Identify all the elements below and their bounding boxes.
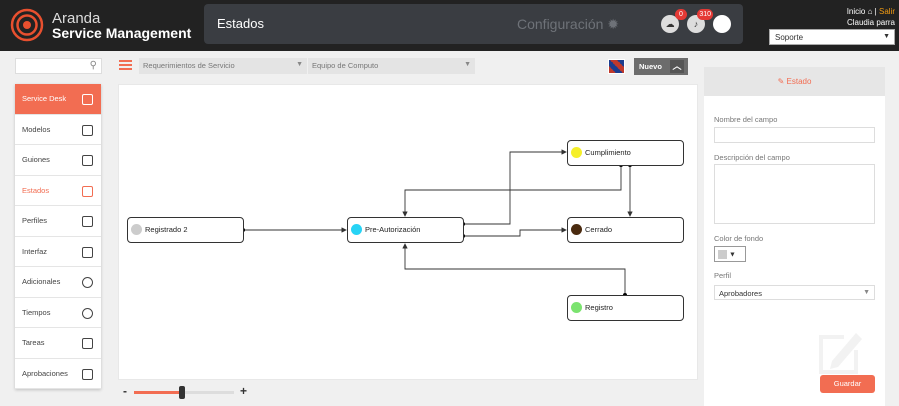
profile-label: Perfil bbox=[714, 271, 732, 280]
user-name: Claudia parra bbox=[846, 18, 895, 27]
tab-estado[interactable]: ✎ Estado bbox=[704, 67, 885, 96]
sidebar-item-label: Tareas bbox=[22, 338, 45, 347]
zoom-slider[interactable]: - + bbox=[123, 384, 247, 400]
avatar[interactable] bbox=[713, 15, 731, 33]
sidebar-item-label: Modelos bbox=[22, 124, 51, 134]
sidebar: Service Desk Modelos Guiones Estados Per… bbox=[15, 84, 101, 389]
sidebar-item-perfiles[interactable]: Perfiles bbox=[15, 206, 101, 237]
header-panel: Estados Configuración ✹ ☁0 ♪310 bbox=[204, 4, 743, 44]
sidebar-item-aprobaciones[interactable]: Aprobaciones bbox=[15, 359, 101, 389]
sidebar-item-modelos[interactable]: Modelos bbox=[15, 115, 101, 145]
config-link[interactable]: Configuración ✹ bbox=[517, 16, 619, 33]
color-swatch bbox=[718, 250, 727, 259]
new-button-label: Nuevo bbox=[639, 62, 662, 71]
sidebar-item-label: Interfaz bbox=[22, 246, 48, 256]
search-icon[interactable]: ⚲ bbox=[89, 60, 97, 71]
sidebar-item-label: Tiempos bbox=[22, 307, 51, 317]
menu-icon[interactable] bbox=[119, 60, 132, 70]
status-dot bbox=[571, 302, 582, 313]
cloud-notification-icon[interactable]: ☁0 bbox=[661, 9, 687, 33]
user-menu: Inicio ⌂ | Salir Claudia parra bbox=[846, 7, 895, 27]
field-name-input[interactable] bbox=[714, 127, 875, 143]
logout-link[interactable]: Salir bbox=[878, 7, 895, 16]
state-node-registrado-2[interactable]: Registrado 2 bbox=[127, 217, 244, 243]
caret-down-icon: ▼ bbox=[728, 251, 736, 259]
sidebar-item-interfaz[interactable]: Interfaz bbox=[15, 237, 101, 267]
search-input[interactable]: ⚲ bbox=[15, 58, 102, 74]
sidebar-item-tareas[interactable]: Tareas bbox=[15, 328, 101, 359]
edit-icon: ✎ bbox=[777, 77, 785, 86]
sidebar-item-label: Adicionales bbox=[22, 277, 61, 286]
category-select[interactable]: Equipo de Computo bbox=[308, 58, 475, 74]
state-node-label: Cerrado bbox=[585, 225, 613, 234]
profile-icon bbox=[82, 216, 93, 227]
sidebar-item-adicionales[interactable]: Adicionales bbox=[15, 267, 101, 298]
state-node-label: Registro bbox=[585, 303, 613, 312]
sidebar-item-estados[interactable]: Estados bbox=[15, 176, 101, 206]
tab-label: Estado bbox=[786, 77, 812, 86]
plus-circle-icon bbox=[82, 277, 93, 288]
field-description-textarea[interactable] bbox=[714, 164, 875, 224]
field-name-label: Nombre del campo bbox=[714, 115, 778, 124]
properties-panel: ✎ Estado Nombre del campo Descripción de… bbox=[704, 67, 885, 406]
sidebar-item-service-desk[interactable]: Service Desk bbox=[15, 84, 101, 115]
uk-flag-icon[interactable] bbox=[608, 59, 625, 74]
page-title: Estados bbox=[217, 16, 264, 31]
sidebar-item-tiempos[interactable]: Tiempos bbox=[15, 298, 101, 328]
state-node-cerrado[interactable]: Cerrado bbox=[567, 217, 684, 243]
watermark-edit-icon bbox=[819, 333, 862, 374]
zoom-handle[interactable] bbox=[179, 386, 185, 399]
status-dot bbox=[571, 147, 582, 158]
state-node-registro[interactable]: Registro bbox=[567, 295, 684, 321]
home-link[interactable]: Inicio bbox=[846, 7, 866, 16]
states-icon bbox=[82, 185, 93, 197]
notification-badge: 310 bbox=[697, 9, 713, 20]
state-node-label: Registrado 2 bbox=[145, 225, 188, 234]
stopwatch-icon bbox=[82, 307, 93, 319]
brand-name: Aranda bbox=[52, 10, 101, 27]
support-select[interactable]: Soporte bbox=[769, 29, 895, 45]
profile-select[interactable]: Aprobadores bbox=[714, 285, 875, 300]
list-icon bbox=[82, 155, 93, 166]
aranda-logo-icon bbox=[10, 8, 44, 42]
state-node-cumplimiento[interactable]: Cumplimiento bbox=[567, 140, 684, 166]
field-description-label: Descripción del campo bbox=[714, 153, 790, 162]
bell-notification-icon[interactable]: ♪310 bbox=[687, 9, 713, 33]
sidebar-item-label: Perfiles bbox=[22, 216, 48, 225]
bg-color-picker[interactable]: ▼ bbox=[714, 246, 746, 262]
copy-icon bbox=[82, 94, 93, 105]
notification-badge: 0 bbox=[675, 9, 687, 20]
grid-icon bbox=[82, 124, 93, 136]
brand-product: Service Management bbox=[52, 25, 192, 41]
zoom-track[interactable] bbox=[134, 386, 234, 399]
status-dot bbox=[571, 224, 582, 235]
state-node-pre-autorizacion[interactable]: Pre-Autorización bbox=[347, 217, 464, 243]
stamp-icon bbox=[82, 368, 93, 380]
bg-color-label: Color de fondo bbox=[714, 234, 764, 243]
state-node-label: Cumplimiento bbox=[585, 148, 631, 157]
monitor-icon bbox=[82, 246, 93, 258]
sidebar-item-label: Service Desk bbox=[22, 94, 67, 103]
workflow-canvas[interactable]: Registrado 2 Pre-Autorización Cumplimien… bbox=[118, 84, 698, 380]
status-dot bbox=[131, 224, 142, 235]
top-bar: Aranda Service Management Estados Config… bbox=[0, 0, 899, 51]
tasks-icon bbox=[82, 338, 93, 349]
zoom-in-button[interactable]: + bbox=[239, 384, 247, 398]
home-icon[interactable]: ⌂ bbox=[867, 7, 873, 16]
zoom-fill bbox=[134, 391, 182, 394]
sidebar-item-label: Aprobaciones bbox=[22, 368, 68, 378]
status-dot bbox=[351, 224, 362, 235]
chevron-up-icon[interactable]: ︿ bbox=[670, 60, 684, 73]
new-button[interactable]: Nuevo ︿ bbox=[634, 58, 688, 75]
state-node-label: Pre-Autorización bbox=[365, 225, 421, 234]
save-button[interactable]: Guardar bbox=[820, 375, 875, 393]
config-label: Configuración bbox=[517, 16, 604, 32]
gear-icon: ✹ bbox=[607, 16, 620, 32]
sidebar-item-label: Estados bbox=[22, 185, 50, 195]
sidebar-item-guiones[interactable]: Guiones bbox=[15, 145, 101, 176]
requirement-type-select[interactable]: Requerimientos de Servicio bbox=[139, 58, 307, 74]
zoom-out-button[interactable]: - bbox=[123, 384, 127, 398]
sidebar-item-label: Guiones bbox=[22, 155, 50, 164]
